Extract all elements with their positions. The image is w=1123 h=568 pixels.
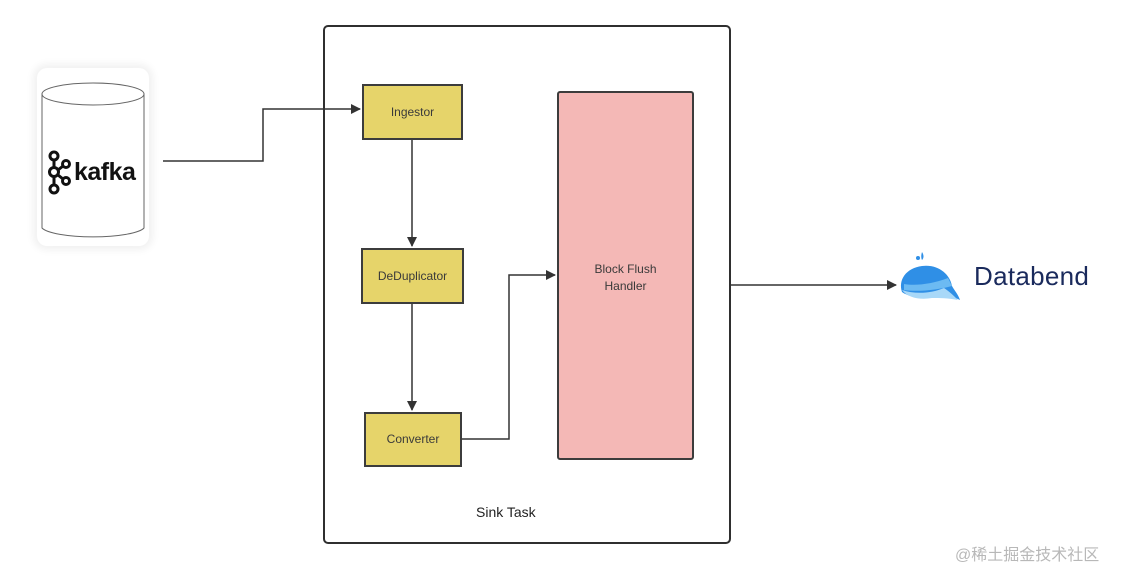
database-cylinder-icon	[41, 82, 145, 238]
databend-whale-icon	[900, 252, 960, 300]
block-flush-handler-node: Block Flush Handler	[557, 91, 694, 460]
converter-node: Converter	[364, 412, 462, 467]
edge-converter-to-block-flush	[462, 270, 556, 440]
databend-label: Databend	[974, 261, 1090, 291]
converter-label: Converter	[386, 432, 440, 446]
deduplicator-label: DeDuplicator	[377, 268, 448, 283]
kafka-label: kafka	[74, 158, 136, 186]
watermark: @稀土掘金技术社区	[955, 547, 1100, 564]
deduplicator-node: DeDuplicator	[361, 248, 464, 304]
kafka-source: kafka	[37, 68, 149, 246]
ingestor-label: Ingestor	[390, 104, 435, 119]
edge-kafka-to-ingestor	[163, 104, 361, 162]
sink-task-label: Sink Task	[476, 504, 536, 520]
kafka-logo-icon	[48, 150, 71, 195]
ingestor-node: Ingestor	[362, 84, 463, 140]
block-flush-handler-label: Block Flush Handler	[594, 262, 657, 293]
